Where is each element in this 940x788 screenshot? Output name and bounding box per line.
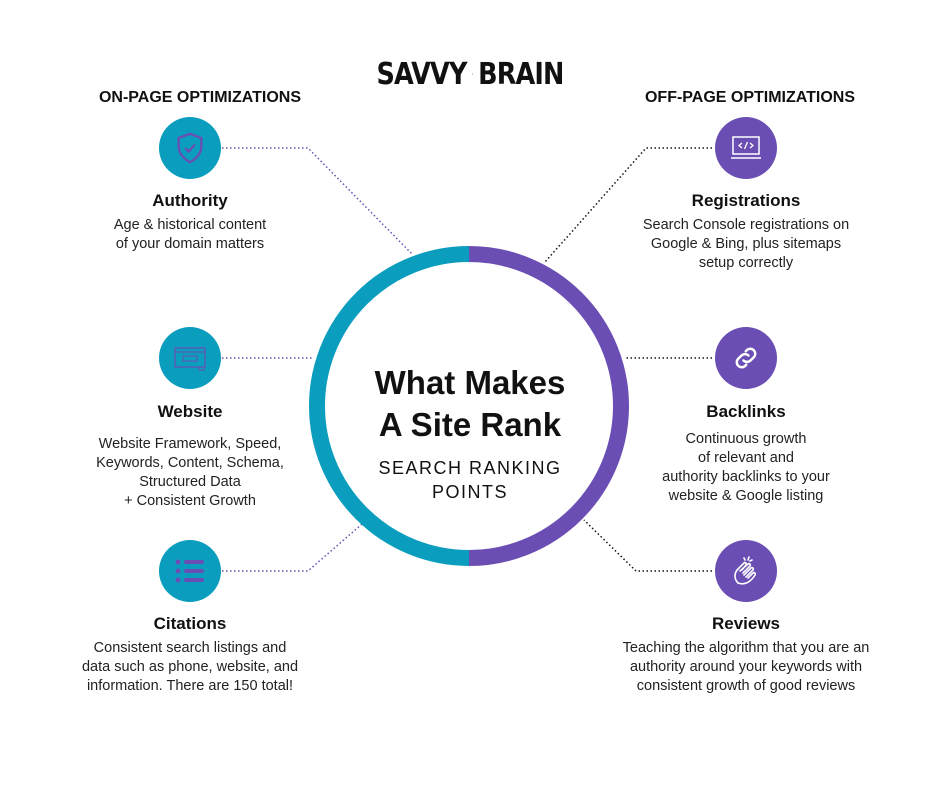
registrations-desc: Search Console registrations on Google &… [642,217,850,271]
citations-desc: Consistent search listings and data such… [81,640,299,694]
center-subtitle: SEARCH RANKING POINTS [378,458,562,502]
link-icon [735,347,757,369]
browser-window-icon [174,347,206,371]
backlinks-icon-circle [715,327,777,389]
connector-citations [222,523,363,572]
reviews-title: Reviews [711,614,781,633]
backlinks-title: Backlinks [706,402,786,421]
citations-title: Citations [153,614,227,633]
registrations-icon-circle [715,117,777,179]
brain-wave-icon [471,73,473,75]
shield-check-icon [177,132,203,164]
authority-icon-circle [159,117,221,179]
connector-authority [222,147,413,255]
clapping-hands-icon [734,556,757,585]
reviews-desc: Teaching the algorithm that you are an a… [622,640,870,694]
authority-desc: Age & historical content of your domain … [113,217,267,252]
list-icon [175,559,204,583]
logo-text-right: BRAIN [478,56,564,92]
website-icon-circle [159,327,221,389]
ring-right-half [468,246,629,566]
connector-reviews [583,519,712,572]
website-desc: Website Framework, Speed, Keywords, Cont… [96,436,284,509]
backlinks-desc: Continuous growth of relevant and author… [662,431,830,504]
reviews-icon-circle [715,540,777,602]
off-page-heading: OFF-PAGE OPTIMIZATIONS [644,89,856,106]
center-title: What Makes A Site Rank [374,364,566,443]
ring-left-half [309,246,470,566]
on-page-heading: ON-PAGE OPTIMIZATIONS [98,89,302,106]
citations-icon-circle [159,540,221,602]
logo-text-left: SAVVY [376,56,468,92]
authority-title: Authority [152,191,228,210]
code-monitor-icon [731,136,761,159]
registrations-title: Registrations [691,191,801,210]
logo: SAVVY BRAIN [376,52,565,96]
website-title: Website [157,402,223,421]
